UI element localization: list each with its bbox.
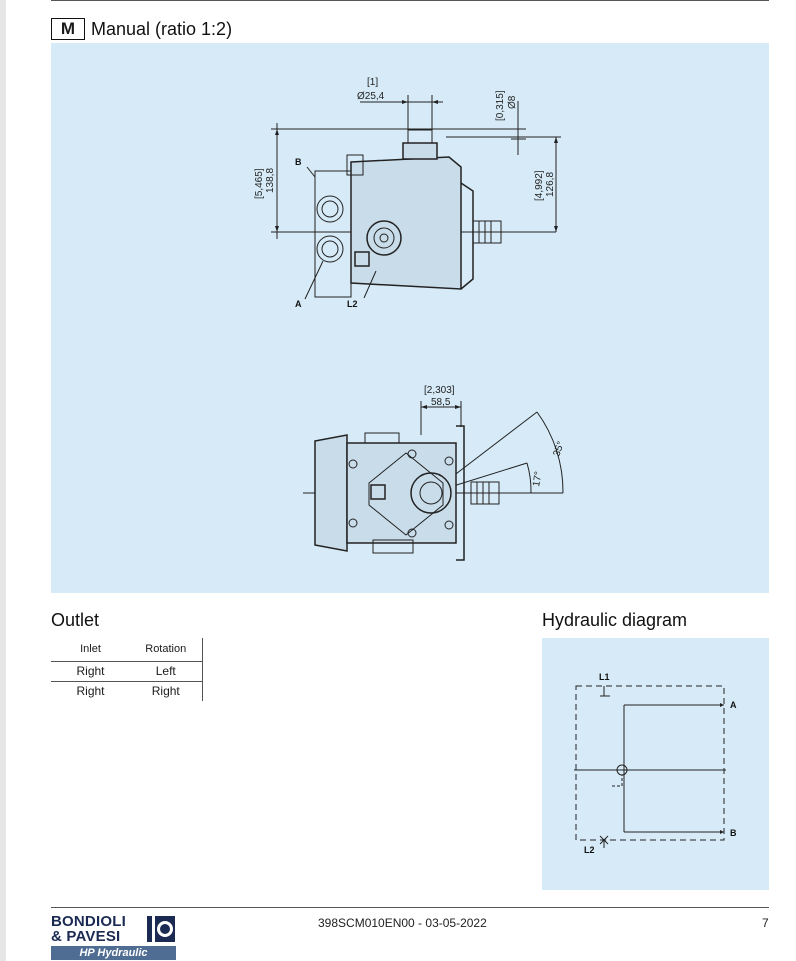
section-heading: M Manual (ratio 1:2): [51, 17, 232, 41]
bolt-2: [348, 518, 358, 528]
hyd-arrow-a: [720, 703, 724, 707]
bolt-1: [348, 459, 358, 469]
table-row: Right Left: [51, 660, 203, 681]
logo-line-2: & PAVESI: [51, 928, 121, 945]
side-pump-body: [346, 442, 457, 544]
bolt-3: [407, 449, 417, 459]
angle-arc-max: [536, 411, 564, 494]
label-port-a: A: [295, 299, 302, 309]
port-b-inner: [321, 200, 339, 218]
cell-rotation: Right: [130, 680, 203, 701]
control-port-outer: [366, 220, 402, 256]
cell-inlet: Right: [51, 680, 130, 701]
port-a-circle: [316, 235, 344, 263]
page-number: 7: [762, 916, 769, 930]
pump-top-port: [407, 129, 433, 144]
angle-max-label: 35°: [551, 440, 567, 458]
cell-rotation: Left: [130, 660, 203, 681]
dim-width-mm: 58,5: [431, 397, 451, 408]
company-logo: BONDIOLI & PAVESI HP Hydraulic: [51, 914, 176, 960]
side-shaft-hole: [419, 481, 443, 505]
hyd-l2-cross: [599, 835, 609, 845]
hyd-label-b: B: [730, 828, 737, 838]
control-port-inner: [373, 227, 395, 249]
side-top-fitting: [364, 432, 400, 444]
side-shaft-hub: [410, 472, 452, 514]
side-rib-star: [368, 452, 444, 536]
arrow-height-bottom: [275, 226, 279, 232]
dim-shaft-mm: 126,8: [545, 172, 556, 197]
arrow-bore-left: [402, 100, 408, 104]
pump-body-top: [350, 156, 462, 290]
side-drain-plug: [370, 484, 386, 500]
arrow-width-left: [421, 405, 427, 409]
pump-shaft-top: [472, 220, 502, 244]
top-rule: [51, 0, 769, 1]
dim-shaft-inch: [4,992]: [534, 170, 545, 201]
section-title: Manual (ratio 1:2): [91, 18, 233, 39]
arrow-shaft-top: [554, 137, 558, 143]
outlet-table: Inlet Rotation Right Left Right Right: [51, 638, 203, 701]
pump-fitting-top: [346, 154, 364, 176]
hydraulic-diagram-svg: L1 A B L2: [574, 672, 737, 855]
logo-tagline: HP Hydraulic: [51, 946, 176, 960]
hyd-control-line: [612, 775, 623, 787]
hyd-label-a: A: [730, 700, 737, 710]
dim-bore-mm: Ø25,4: [357, 91, 385, 102]
logo-mark-icon: [147, 916, 175, 942]
table-row: Right Right: [51, 680, 203, 701]
col-rotation: Rotation: [130, 638, 203, 661]
port-a-inner: [321, 240, 339, 258]
mode-letter-box: M: [51, 18, 85, 40]
arrow-shaft-bottom: [554, 226, 558, 232]
port-block: [314, 170, 352, 298]
pump-top-cap: [402, 142, 438, 160]
side-port-block: [314, 434, 348, 552]
arrow-height-top: [275, 129, 279, 135]
page-edge: [0, 0, 6, 961]
technical-drawing: [1] Ø25,4 [0,315] Ø8 [5,465] 138,8 [4,99…: [51, 43, 769, 593]
hydraulic-diagram-title: Hydraulic diagram: [542, 610, 688, 630]
arrow-width-right: [455, 405, 461, 409]
logo-line-1: BONDIOLI: [51, 913, 126, 930]
footer-rule: [51, 907, 769, 908]
dim-drain-mm: Ø8: [507, 95, 518, 109]
label-drain-l2: L2: [347, 299, 358, 309]
document-code: 398SCM010EN00 - 03-05-2022: [318, 916, 487, 930]
dim-height-mm: 138,8: [265, 168, 276, 193]
bolt-6: [407, 528, 417, 538]
cell-inlet: Right: [51, 660, 130, 681]
bolt-5: [444, 520, 454, 530]
leader-a: [304, 260, 324, 300]
side-flange: [456, 425, 465, 561]
drain-plug-l2: [354, 251, 370, 267]
col-inlet: Inlet: [80, 643, 101, 656]
hyd-boundary: [575, 685, 725, 841]
hydraulic-diagram: L1 A B L2: [542, 638, 769, 890]
hyd-label-l1: L1: [599, 672, 610, 682]
pump-flange: [460, 182, 474, 290]
leader-b: [306, 166, 316, 178]
angle-arc-min: [526, 462, 532, 494]
outlet-title: Outlet: [51, 610, 100, 630]
hyd-label-l2: L2: [584, 845, 595, 855]
dim-bore-inch: [1]: [367, 77, 378, 88]
angle-min-label: 17°: [531, 471, 544, 488]
hyd-arrow-b: [720, 830, 724, 834]
port-b-circle: [316, 195, 344, 223]
dim-drain-inch: [0,315]: [495, 90, 506, 121]
pump-drawing-svg: [1] Ø25,4 [0,315] Ø8 [5,465] 138,8 [4,99…: [254, 77, 567, 561]
side-shaft: [470, 481, 500, 505]
arrow-bore-right: [432, 100, 438, 104]
outlet-table-header: Inlet Rotation: [51, 638, 203, 661]
label-port-b: B: [295, 157, 302, 167]
bolt-4: [444, 456, 454, 466]
dim-height-inch: [5,465]: [254, 168, 265, 199]
leader-l2: [363, 270, 377, 299]
dim-width-inch: [2,303]: [424, 385, 455, 396]
side-bottom-fitting: [372, 539, 414, 554]
control-port-center: [379, 233, 389, 243]
